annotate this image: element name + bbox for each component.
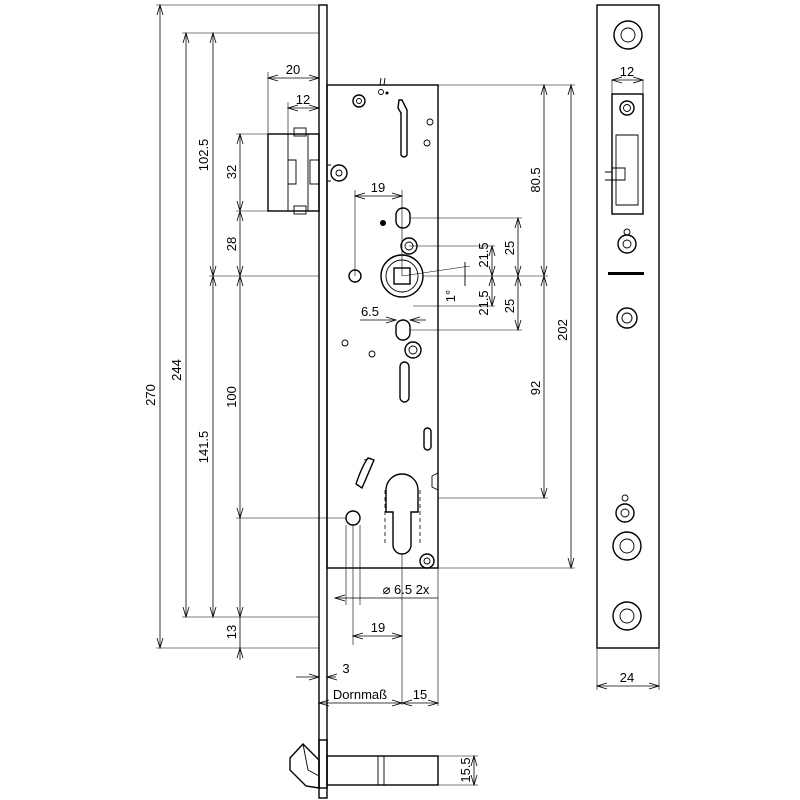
dim-21-5-upper: 21.5 [476, 242, 491, 267]
dim-6-5: 6.5 [361, 304, 379, 319]
forend-plate [318, 4, 328, 789]
dim-25-upper: 25 [502, 241, 517, 255]
dim-13: 13 [224, 625, 239, 639]
dim-92: 92 [528, 381, 543, 395]
case-edge-notch [431, 472, 439, 491]
dim-21-5-lower: 21.5 [476, 290, 491, 315]
dim-3: 3 [342, 661, 349, 676]
dimension-lines-right [296, 83, 575, 707]
dimension-lines-left [156, 3, 347, 660]
latch-bolt [267, 127, 320, 215]
bottom-view [289, 739, 478, 799]
dim-80-5: 80.5 [528, 167, 543, 192]
case-slots [395, 99, 432, 451]
dim-141-5: 141.5 [196, 431, 211, 464]
dim-hole-6-5-2x: ⌀ 6.5 2x [383, 582, 430, 597]
dim-15-5: 15.5 [458, 757, 473, 782]
dim-15: 15 [413, 687, 427, 702]
dim-19-bottom: 19 [371, 620, 385, 635]
dim-dornmass: Dornmaß [333, 687, 387, 702]
forend-side-view [595, 4, 661, 690]
case-screws [341, 89, 435, 569]
dim-25-lower: 25 [502, 299, 517, 313]
dim-244: 244 [169, 359, 184, 381]
dim-270: 270 [143, 384, 158, 406]
dimension-labels: 270 244 102.5 141.5 32 28 100 13 20 12 1… [143, 62, 634, 783]
dim-19-top: 19 [371, 180, 385, 195]
dim-32: 32 [224, 165, 239, 179]
hook-lever [355, 457, 375, 490]
dim-102-5: 102.5 [196, 139, 211, 172]
lock-case [326, 77, 439, 569]
cylinder-cutout [384, 473, 421, 555]
dim-12-latch: 12 [296, 92, 310, 107]
dim-24: 24 [620, 670, 634, 685]
dim-20: 20 [286, 62, 300, 77]
latch-pivot [327, 164, 348, 182]
dim-100: 100 [224, 386, 239, 408]
dim-12-side: 12 [620, 64, 634, 79]
dim-202: 202 [555, 319, 570, 341]
dim-1-degree: 1° [443, 290, 458, 302]
dim-28: 28 [224, 237, 239, 251]
